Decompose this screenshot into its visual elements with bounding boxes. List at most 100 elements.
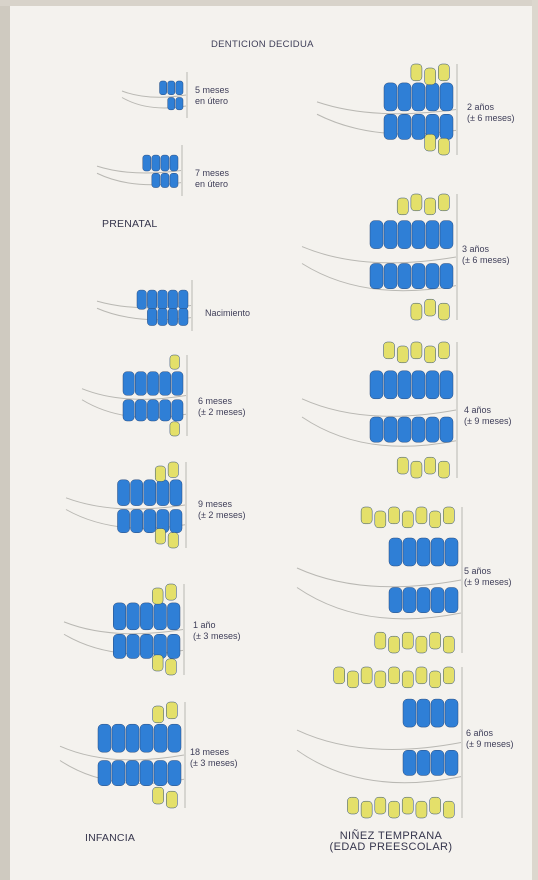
permanent-tooth-germ-lower — [397, 457, 408, 474]
deciduous-tooth-lower — [426, 417, 439, 442]
deciduous-tooth-upper — [384, 83, 397, 111]
deciduous-tooth-lower — [412, 417, 425, 442]
deciduous-tooth-lower — [179, 308, 188, 325]
permanent-tooth-germ-lower — [402, 797, 413, 814]
deciduous-tooth-lower — [398, 114, 411, 139]
deciduous-tooth-upper — [152, 155, 160, 171]
permanent-tooth-germ-upper — [438, 64, 449, 81]
deciduous-tooth-lower — [440, 114, 453, 139]
teeth-illustration-6m — [80, 353, 190, 438]
deciduous-tooth-lower — [126, 761, 139, 786]
stage-label-4anos: 4 años(± 9 meses) — [464, 405, 511, 427]
deciduous-tooth-upper — [147, 372, 158, 396]
teeth-illustration-5m-utero — [120, 70, 190, 120]
deciduous-tooth-upper — [160, 81, 167, 95]
deciduous-tooth-upper — [131, 480, 143, 506]
teeth-illustration-18m — [58, 700, 188, 810]
deciduous-tooth-lower — [158, 308, 167, 325]
stage-label-nacimiento: Nacimiento — [205, 308, 250, 319]
deciduous-tooth-upper — [160, 372, 171, 396]
permanent-tooth-germ-upper — [438, 194, 449, 211]
deciduous-tooth-upper — [370, 221, 383, 249]
deciduous-tooth-upper — [384, 221, 397, 249]
deciduous-tooth-lower — [144, 510, 156, 533]
permanent-tooth-germ-lower — [411, 461, 422, 478]
deciduous-tooth-upper — [135, 372, 146, 396]
deciduous-tooth-upper — [398, 371, 411, 399]
permanent-tooth-germ-upper — [168, 462, 178, 477]
permanent-tooth-germ-upper — [425, 68, 436, 85]
permanent-tooth-germ-lower — [168, 533, 178, 548]
permanent-tooth-germ-upper — [375, 671, 386, 688]
teeth-illustration-6anos — [295, 665, 465, 820]
deciduous-tooth-lower — [403, 750, 416, 775]
teeth-illustration-18m-svg — [58, 700, 188, 810]
deciduous-tooth-lower — [154, 761, 167, 786]
permanent-tooth-germ-upper — [155, 466, 165, 481]
deciduous-tooth-lower — [370, 417, 383, 442]
permanent-tooth-germ-lower — [430, 797, 441, 814]
deciduous-tooth-lower — [370, 264, 383, 289]
permanent-tooth-germ-lower — [155, 529, 165, 544]
teeth-illustration-4anos-svg — [300, 340, 460, 480]
permanent-tooth-germ-upper — [361, 667, 372, 684]
permanent-tooth-germ-lower — [402, 632, 413, 649]
scan-border-right — [532, 0, 538, 880]
deciduous-tooth-upper — [398, 221, 411, 249]
permanent-tooth-germ-upper — [384, 342, 395, 359]
deciduous-tooth-lower — [98, 761, 111, 786]
deciduous-tooth-lower — [140, 761, 153, 786]
teeth-illustration-7m-utero — [95, 143, 185, 198]
stage-label-5anos: 5 años(± 9 meses) — [464, 566, 511, 588]
permanent-tooth-germ-upper — [334, 667, 345, 684]
deciduous-tooth-upper — [417, 538, 430, 566]
deciduous-tooth-upper — [389, 538, 402, 566]
deciduous-tooth-lower — [389, 588, 402, 613]
teeth-illustration-5anos — [295, 505, 465, 655]
deciduous-tooth-upper — [403, 699, 416, 727]
deciduous-tooth-upper — [127, 603, 140, 630]
deciduous-tooth-upper — [426, 371, 439, 399]
deciduous-tooth-upper — [168, 81, 175, 95]
stage-label-6m: 6 meses(± 2 meses) — [198, 396, 245, 418]
permanent-tooth-germ-lower — [389, 636, 400, 653]
permanent-tooth-germ-upper — [347, 671, 358, 688]
deciduous-tooth-lower — [431, 750, 444, 775]
deciduous-tooth-upper — [113, 603, 126, 630]
deciduous-tooth-lower — [170, 173, 178, 187]
deciduous-tooth-upper — [384, 371, 397, 399]
deciduous-tooth-upper — [176, 81, 183, 95]
deciduous-tooth-lower — [176, 98, 183, 110]
deciduous-tooth-upper — [412, 221, 425, 249]
permanent-tooth-germ-lower — [375, 632, 386, 649]
teeth-illustration-5anos-svg — [295, 505, 465, 655]
deciduous-tooth-lower — [160, 400, 171, 421]
permanent-tooth-germ-upper — [438, 342, 449, 359]
permanent-tooth-germ-lower — [443, 636, 454, 653]
permanent-tooth-germ-lower — [375, 797, 386, 814]
deciduous-tooth-upper — [412, 83, 425, 111]
deciduous-tooth-lower — [440, 264, 453, 289]
deciduous-tooth-upper — [426, 221, 439, 249]
permanent-tooth-germ-upper — [166, 584, 177, 600]
permanent-tooth-germ-upper — [443, 667, 454, 684]
deciduous-tooth-lower — [417, 750, 430, 775]
deciduous-tooth-upper — [431, 538, 444, 566]
deciduous-tooth-lower — [131, 510, 143, 533]
deciduous-tooth-lower — [118, 510, 130, 533]
permanent-tooth-germ-lower — [153, 787, 164, 804]
deciduous-tooth-upper — [147, 290, 156, 309]
teeth-illustration-nacimiento — [95, 278, 195, 333]
deciduous-tooth-upper — [445, 699, 458, 727]
permanent-tooth-germ-lower — [425, 457, 436, 474]
deciduous-tooth-lower — [445, 588, 458, 613]
scan-border-top — [0, 0, 538, 6]
permanent-tooth-germ-lower — [430, 632, 441, 649]
deciduous-tooth-upper — [140, 603, 153, 630]
deciduous-tooth-upper — [158, 290, 167, 309]
permanent-tooth-germ-lower — [416, 636, 427, 653]
permanent-tooth-germ-lower — [438, 461, 449, 478]
chart-title: DENTICION DECIDUA — [211, 39, 314, 50]
deciduous-tooth-upper — [118, 480, 130, 506]
section-label-infancia: INFANCIA — [85, 833, 135, 844]
